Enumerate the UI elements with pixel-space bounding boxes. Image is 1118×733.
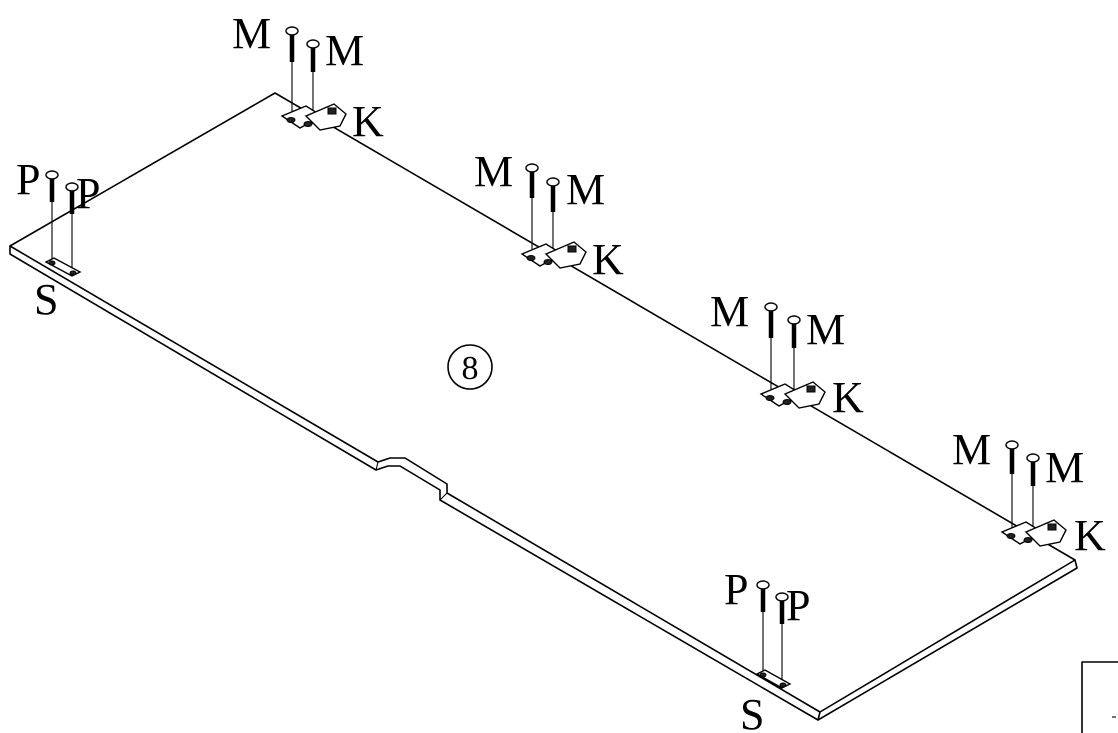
label-k: K [832, 373, 864, 422]
plate-group-right: P P S [724, 565, 810, 733]
plate-s-icon [44, 257, 82, 277]
label-k: K [1074, 511, 1106, 560]
panel-number-badge: 8 [447, 344, 493, 390]
label-m: M [1045, 443, 1084, 492]
label-m: M [474, 147, 513, 196]
label-p: P [16, 155, 40, 204]
label-p: P [724, 565, 748, 614]
label-m: M [232, 9, 271, 58]
label-s: S [34, 275, 58, 324]
panel-board [9, 92, 1078, 721]
label-p: P [786, 581, 810, 630]
label-m: M [566, 165, 605, 214]
label-k: K [592, 235, 624, 284]
hinge-group-1: M M K [232, 9, 384, 146]
panel-number-text: 8 [462, 350, 479, 387]
hinge-k-icon [759, 381, 826, 409]
label-m: M [806, 305, 845, 354]
plate-group-left: P P S [16, 155, 100, 324]
label-k: K [352, 97, 384, 146]
hinge-k-icon [520, 241, 587, 269]
hinge-group-2: M M K [474, 147, 624, 284]
label-m: M [952, 425, 991, 474]
frame-corner [1081, 661, 1118, 733]
plate-s-icon [755, 669, 792, 689]
label-p: P [76, 169, 100, 218]
hinge-k-icon [280, 103, 347, 131]
label-m: M [710, 287, 749, 336]
hinge-group-4: M M K [952, 425, 1106, 560]
hinge-k-icon [1000, 519, 1067, 547]
label-s: S [740, 690, 764, 733]
label-m: M [325, 26, 364, 75]
hinge-group-3: M M K [710, 287, 864, 422]
